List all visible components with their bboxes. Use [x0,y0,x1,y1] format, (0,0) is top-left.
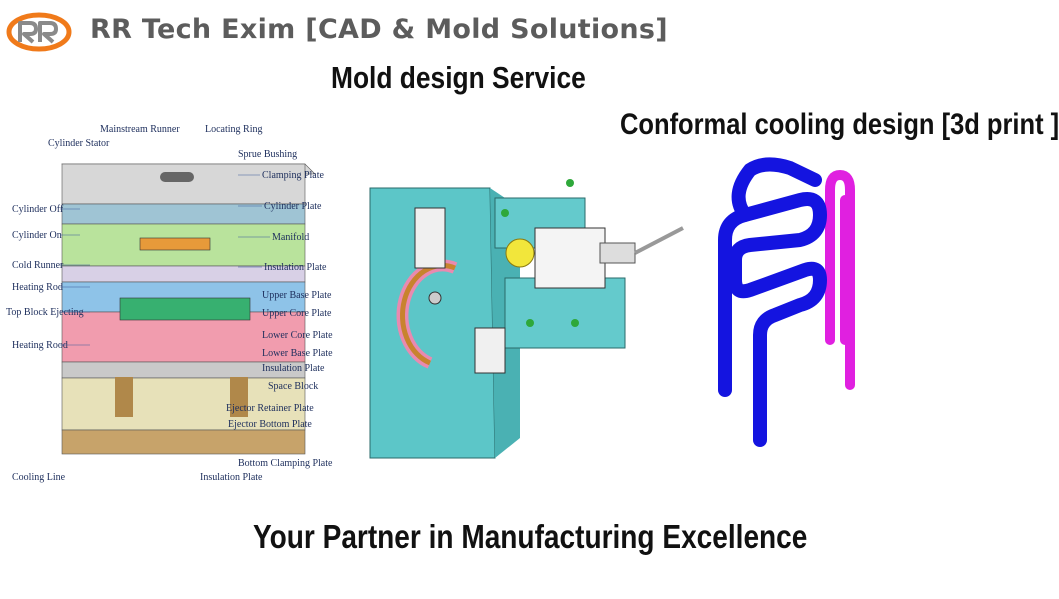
label-heating-rood: Heating Rood [12,340,68,351]
label-space-block: Space Block [268,381,318,392]
cooling-channels-render [718,157,855,447]
label-lower-base-plate: Lower Base Plate [262,348,333,359]
label-top-block-ejecting: Top Block Ejecting [6,307,84,318]
label-sprue-bushing: Sprue Bushing [238,149,297,160]
label-insulation-plate-2: Insulation Plate [262,363,325,374]
label-upper-base-plate: Upper Base Plate [262,290,332,301]
label-cylinder-stator: Cylinder Stator [48,138,110,149]
label-cylinder-on: Cylinder On [12,230,62,241]
label-ejector-retainer-plate: Ejector Retainer Plate [226,403,314,414]
rr-logo-icon [6,12,72,52]
label-manifold: Manifold [272,232,309,243]
label-cylinder-plate: Cylinder Plate [264,201,322,212]
label-cylinder-off: Cylinder Off [12,204,64,215]
mold-design-title: Mold design Service [331,60,586,95]
label-cooling-line: Cooling Line [12,472,66,483]
label-mainstream-runner: Mainstream Runner [100,124,180,135]
label-upper-core-plate: Upper Core Plate [262,308,332,319]
tagline: Your Partner in Manufacturing Excellence [253,518,808,555]
mold-exploded-diagram: Mainstream Runner Locating Ring Cylinder… [6,124,333,483]
label-bottom-clamping-plate: Bottom Clamping Plate [238,458,333,469]
conformal-cooling-title: Conformal cooling design [3d print ] [620,108,1059,141]
label-insulation-plate: Insulation Plate [264,262,327,273]
label-locating-ring: Locating Ring [205,124,263,135]
label-insulation-plate-3: Insulation Plate [200,472,263,483]
label-lower-core-plate: Lower Core Plate [262,330,333,341]
label-clamping-plate: Clamping Plate [262,170,325,181]
label-ejector-bottom-plate: Ejector Bottom Plate [228,419,312,430]
label-cold-runner: Cold Runner [12,260,64,271]
brand-name: RR Tech Exim [CAD & Mold Solutions] [90,14,668,45]
mold-mechanism-render [369,179,684,459]
label-heating-rod: Heating Rod [12,282,63,293]
